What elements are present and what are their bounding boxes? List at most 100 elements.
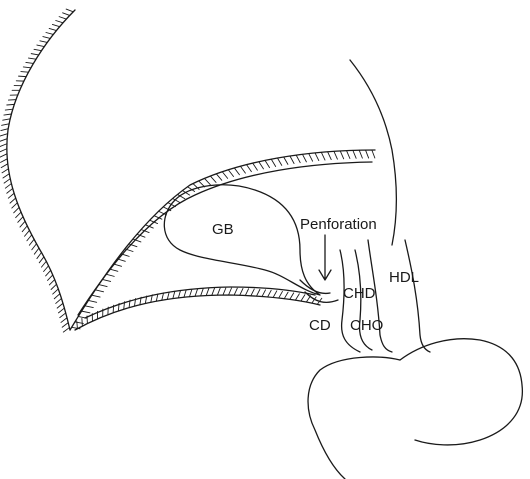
hatch-line [228, 170, 233, 177]
label-chd: CHD [343, 286, 376, 301]
hatch-line [21, 72, 29, 73]
hatch-line [262, 290, 266, 297]
liver-left-lobe-outline [7, 10, 75, 330]
hatch-line [39, 257, 44, 263]
hatch-line [296, 155, 300, 163]
hatch-line [40, 41, 47, 43]
gallbladder-outline [164, 185, 320, 295]
hatch-line [256, 289, 259, 296]
hatch-line [229, 288, 232, 295]
hepatoduodenal-ligament [368, 240, 430, 352]
hatch-line [46, 32, 53, 34]
hatch-line [41, 261, 46, 267]
hatch-line [284, 292, 288, 299]
hatch-line [328, 152, 332, 160]
hatch-line [29, 239, 34, 245]
hatch-line [301, 295, 305, 301]
hatch-line [259, 162, 264, 169]
hatch-line [52, 24, 59, 26]
hatch-line [353, 150, 356, 158]
hatch-line [205, 178, 211, 184]
hatch-line [284, 157, 288, 164]
hatch-line [5, 109, 13, 110]
hatch-line [53, 289, 59, 294]
hatch-line [27, 235, 32, 241]
hatch-line [0, 144, 7, 147]
hatch-line [7, 188, 13, 193]
label-gb: GB [212, 222, 234, 237]
stomach-outline [400, 339, 522, 445]
hatch-line [1, 129, 8, 131]
hatch-line [4, 179, 10, 183]
hatch-line [0, 154, 7, 157]
peritoneal-fold-edge [75, 295, 320, 330]
hatch-line [2, 169, 8, 173]
hatch-line [279, 291, 283, 298]
hatch-line [1, 164, 8, 168]
hatch-line [51, 284, 56, 289]
hatch-line [195, 289, 197, 296]
hatch-line [223, 288, 226, 295]
hatch-line [49, 280, 54, 285]
hatch-line [49, 28, 56, 30]
hatch-line [234, 288, 237, 295]
hatch-line [178, 291, 180, 298]
hatch-line [273, 291, 277, 298]
hatch-line [247, 165, 252, 172]
cystic-duct [300, 280, 338, 302]
hatch-line [321, 152, 325, 160]
hatch-line [37, 45, 44, 47]
hatch-line [82, 311, 90, 313]
hatch-line [189, 289, 191, 296]
hatch-line [31, 54, 39, 55]
label-cho: CHO [350, 318, 383, 333]
hatch-line [32, 244, 37, 250]
hatch-line [359, 150, 362, 158]
duodenum-outline [308, 357, 400, 479]
hatch-line [268, 290, 272, 297]
hatch-line [14, 207, 19, 212]
hatch-line [271, 159, 275, 166]
hatch-line [117, 259, 125, 261]
hatch-line [309, 154, 313, 162]
perforation-arrow [319, 235, 331, 280]
hatch-line [315, 153, 319, 161]
hatch-line [0, 134, 7, 136]
hatch-line [56, 298, 62, 303]
hatch-line [37, 252, 42, 258]
hatch-line [44, 266, 49, 272]
hatch-line [88, 300, 96, 302]
hatch-line [56, 21, 63, 23]
liver-inferior-edge [70, 150, 375, 330]
hatch-line [12, 203, 18, 208]
hatch-line [222, 172, 227, 179]
hatch-line [340, 151, 343, 159]
hatch-line [106, 274, 114, 276]
hatch-line [2, 124, 9, 126]
hatch-line [20, 221, 25, 227]
hatch-line [62, 323, 68, 328]
hatch-line [265, 160, 270, 167]
hatch-line [23, 67, 31, 68]
hatch-line [95, 290, 103, 292]
hatch-line [245, 289, 248, 296]
hatch-line [99, 285, 107, 287]
hatch-line [184, 290, 186, 297]
hatch-line [19, 76, 27, 77]
hatch-line [16, 212, 21, 217]
hatch-line [85, 306, 93, 308]
hatch-line [110, 269, 118, 271]
hatch-line [7, 104, 15, 105]
hatch-line [8, 193, 14, 198]
hatch-line [102, 279, 110, 281]
hatch-line [201, 289, 204, 296]
hatch-line [29, 58, 37, 59]
hatch-line [46, 270, 51, 276]
hatch-line [54, 294, 60, 299]
label-perforation: Penforation [300, 217, 377, 232]
hatch-line [0, 139, 7, 142]
hatch-line [25, 230, 30, 236]
hatch-line [60, 313, 66, 318]
hatch-line [240, 288, 243, 295]
